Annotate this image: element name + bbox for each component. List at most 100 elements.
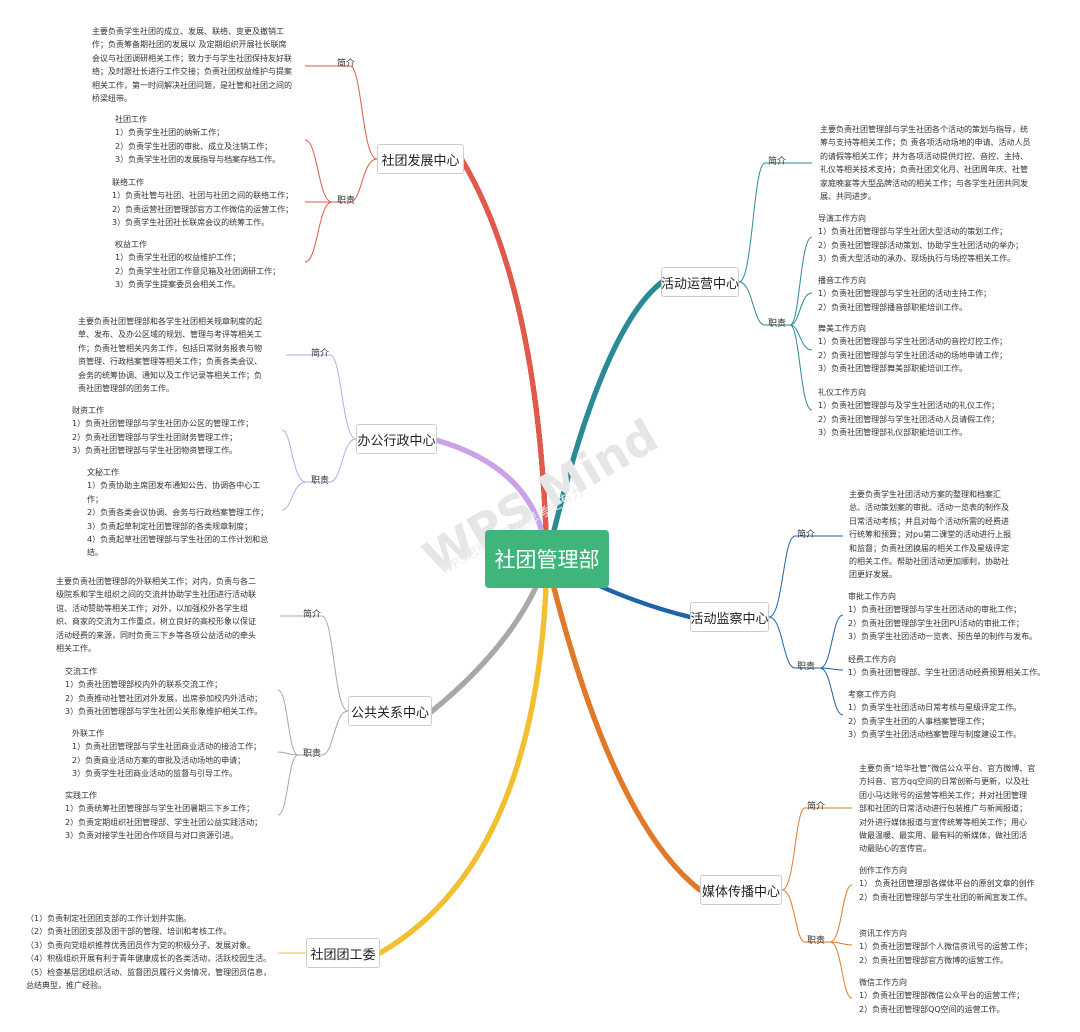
text-line: 对外进行媒体报道与宣传统筹等相关工作；用心 [859, 817, 1027, 827]
text-line: 4）负责起草社团管理部与学生社团的工作计划和总 [87, 535, 269, 545]
text-line: 筹与支持等相关工作；负 责各项活动场地的申请、活动人员 [820, 138, 1031, 148]
label-zhize[interactable]: 职责 [311, 476, 330, 486]
label-zhize[interactable]: 职责 [337, 196, 356, 206]
connector [298, 710, 349, 756]
text-line: 谊、活动赞助等相关工作；对外，以加强校外各学生组 [56, 603, 248, 613]
connector [819, 614, 844, 716]
text-line: 级院系和学生组织之间的交流并协助学生社团进行活动联 [56, 590, 256, 600]
connector [298, 615, 349, 712]
text-line: 播音工作方向 [818, 276, 866, 285]
text-line: 做最温暖、最实用、最有料的新媒体，做社团活 [859, 831, 1027, 841]
text-line: 络；及时跟社长进行工作交接；负责社团权益维护与提案 [92, 67, 292, 77]
connector [768, 616, 820, 669]
text-line: 1）负责社团管理部与学生社团商业活动的接洽工作； [72, 742, 262, 752]
text-line: 1）负责协助主席团发布通知公告、协调各中心工 [87, 481, 261, 491]
text-line: 1）负责社团管理部与学生社团活动的审批工作； [848, 605, 1022, 615]
text-line: 主要负责学生社团的成立、发展、联络、变更及撤销工 [92, 27, 284, 36]
text-line: 2）负责社团管理部QQ空间的运营工作。 [859, 1004, 1005, 1014]
text-line: 1）负责社团管理部与学生社团大型活动的策划工作； [818, 227, 1008, 237]
label-jianjie[interactable]: 简介 [311, 349, 330, 359]
text-line: 创作工作方向 [859, 866, 907, 875]
text-line: 主要负责社团管理部的外联相关工作；对内，负责与各二 [56, 577, 256, 586]
text-block: 主要负责学生社团活动方案的整理和档案汇总、活动策划案的审批、活动一览表的制作及日… [849, 488, 1011, 582]
connector [306, 354, 357, 440]
text-line: 主要负责“培华社管”微信公众平台、官方微博、官 [859, 764, 1036, 773]
text-line: 微信工作方向 [859, 978, 907, 987]
text-line: 1）负责社团管理部校内外的联系交流工作； [65, 680, 223, 690]
connector [277, 689, 299, 816]
text-line: 和监督；负责社团换届的相关工作及星级评定 [849, 543, 1009, 553]
text-line: 资讯工作方向 [859, 929, 907, 938]
text-line: （1）负责制定社团团支部的工作计划并实施。 [26, 914, 192, 923]
label-jianjie[interactable]: 简介 [797, 530, 816, 540]
branch-gonggong[interactable]: 公共关系中心 [348, 696, 432, 726]
text-line: 资管理、行政档案管理等相关工作；负责各类会议、 [78, 357, 262, 367]
label-jianjie[interactable]: 简介 [337, 59, 356, 69]
text-line: 总结典型，推广经验。 [26, 981, 106, 991]
text-line: 会务的统筹协调、通知以及工作记录等相关工作；负 [78, 370, 262, 380]
text-line: 2）负责学生社团工作意见箱及社团调研工作； [115, 266, 281, 276]
connector [332, 158, 378, 203]
text-line: 主要负责社团管理部与学生社团各个活动的策划与指导，统 [820, 125, 1028, 134]
text-line: （3）负责向党组织推荐优秀团员作为党的积极分子、发展对象。 [26, 940, 256, 950]
connector [768, 535, 820, 618]
text-line: 2）负责社团管理部与学生社团的新闻宣发工作。 [859, 892, 1033, 902]
text-line: 活动经费的来源，同时负责三下乡等各项公益活动的牵头 [56, 630, 256, 640]
text-line: 礼仪等相关技术支持；负责社团文化月、社团周年庆、社管 [820, 165, 1028, 175]
text-block: 主要负责社团管理部和各学生社团相关规章制度的起草、发布、及办公区域的规划、管理与… [78, 315, 262, 395]
text-line: 2）负责学生社团的人事档案管理工作； [848, 716, 990, 726]
text-line: 1）负责社团管理部微信公众平台的运营工作； [859, 991, 1025, 1001]
text-block: 主要负责社团管理部的外联相关工作；对内，负责与各二级院系和学生组织之间的交流并协… [56, 575, 256, 655]
label-zhize[interactable]: 职责 [303, 749, 322, 759]
text-line: 社团工作 [115, 115, 147, 124]
text-line: 相关工作，第一时间解决社团问题，是社管和社团之间的 [92, 80, 292, 90]
text-line: 1）负责统筹社团管理部与学生社团暑期三下乡工作； [65, 804, 255, 814]
text-line: 1）负责社管与社团、社团与社团之间的联络工作； [112, 191, 294, 201]
text-line: 2）负责学生社团的审批、成立及注销工作； [115, 141, 273, 151]
text-line: 的请假等相关工作；并为各项活动提供灯控、音控、主持、 [820, 151, 1028, 161]
text-line: 导演工作方向 [818, 214, 866, 223]
connector [306, 438, 357, 483]
connector [332, 65, 378, 160]
connector [738, 281, 790, 326]
text-line: 主要负责学生社团活动方案的整理和档案汇 [849, 490, 1001, 499]
branch-line-huodong-yunying [544, 279, 665, 563]
text-line: 经费工作方向 [848, 655, 896, 664]
text-line: 织、商家的交流为工作重点，树立良好的高校形象以保证 [56, 617, 256, 627]
label-zhize[interactable]: 职责 [797, 662, 816, 672]
branch-tuanwei[interactable]: 社团团工委 [306, 938, 380, 968]
label-jianjie[interactable]: 简介 [807, 802, 826, 812]
text-block: 主要负责社团管理部与学生社团各个活动的策划与指导，统筹与支持等相关工作；负 责各… [820, 123, 1031, 203]
branch-line-tuanwei [377, 557, 550, 956]
connector [781, 807, 830, 891]
branch-huodong-yunying[interactable]: 活动运营中心 [661, 267, 739, 297]
label-zhize[interactable]: 职责 [768, 319, 787, 329]
text-line: 2）负责社团管理部与学生社团活动人员请假工作； [818, 414, 1000, 424]
branch-shetuan-fazhan[interactable]: 社团发展中心 [377, 144, 464, 174]
text-line: 1）负责社团管理部与学生社团的活动主持工作； [818, 289, 992, 299]
text-block: 主要负责学生社团的成立、发展、联络、变更及撤销工作；负责筹备期社团的发展以 及定… [92, 25, 292, 105]
text-line: 2）负责运营社团管理部官方工作微信的运营工作； [112, 204, 294, 214]
branch-huodong-jiancha[interactable]: 活动监察中心 [690, 602, 769, 632]
text-line: 1）负责社团管理部个人微信资讯号的运营工作； [859, 942, 1033, 952]
text-line: 作；负责筹备期社团的发展以 及定期组织开展社长联席 [92, 40, 287, 50]
connector [738, 162, 790, 283]
text-line: 3）负责学生社团活动一览表、预告单的制作与发布。 [848, 632, 1038, 642]
label-zhize[interactable]: 职责 [807, 936, 826, 946]
connector [829, 884, 853, 999]
root-node[interactable]: 社团管理部 [485, 530, 609, 588]
text-line: 责社团管理部的团务工作。 [78, 384, 174, 394]
text-line: 作； [87, 494, 103, 504]
branch-meiti[interactable]: 媒体传播中心 [700, 875, 782, 905]
label-jianjie[interactable]: 简介 [768, 157, 787, 167]
label-jianjie[interactable]: 简介 [303, 610, 322, 620]
text-line: 1）负责学生社团的权益维护工作； [115, 253, 241, 263]
branch-bangong[interactable]: 办公行政中心 [356, 424, 437, 454]
text-line: 团更好发展。 [849, 570, 897, 580]
